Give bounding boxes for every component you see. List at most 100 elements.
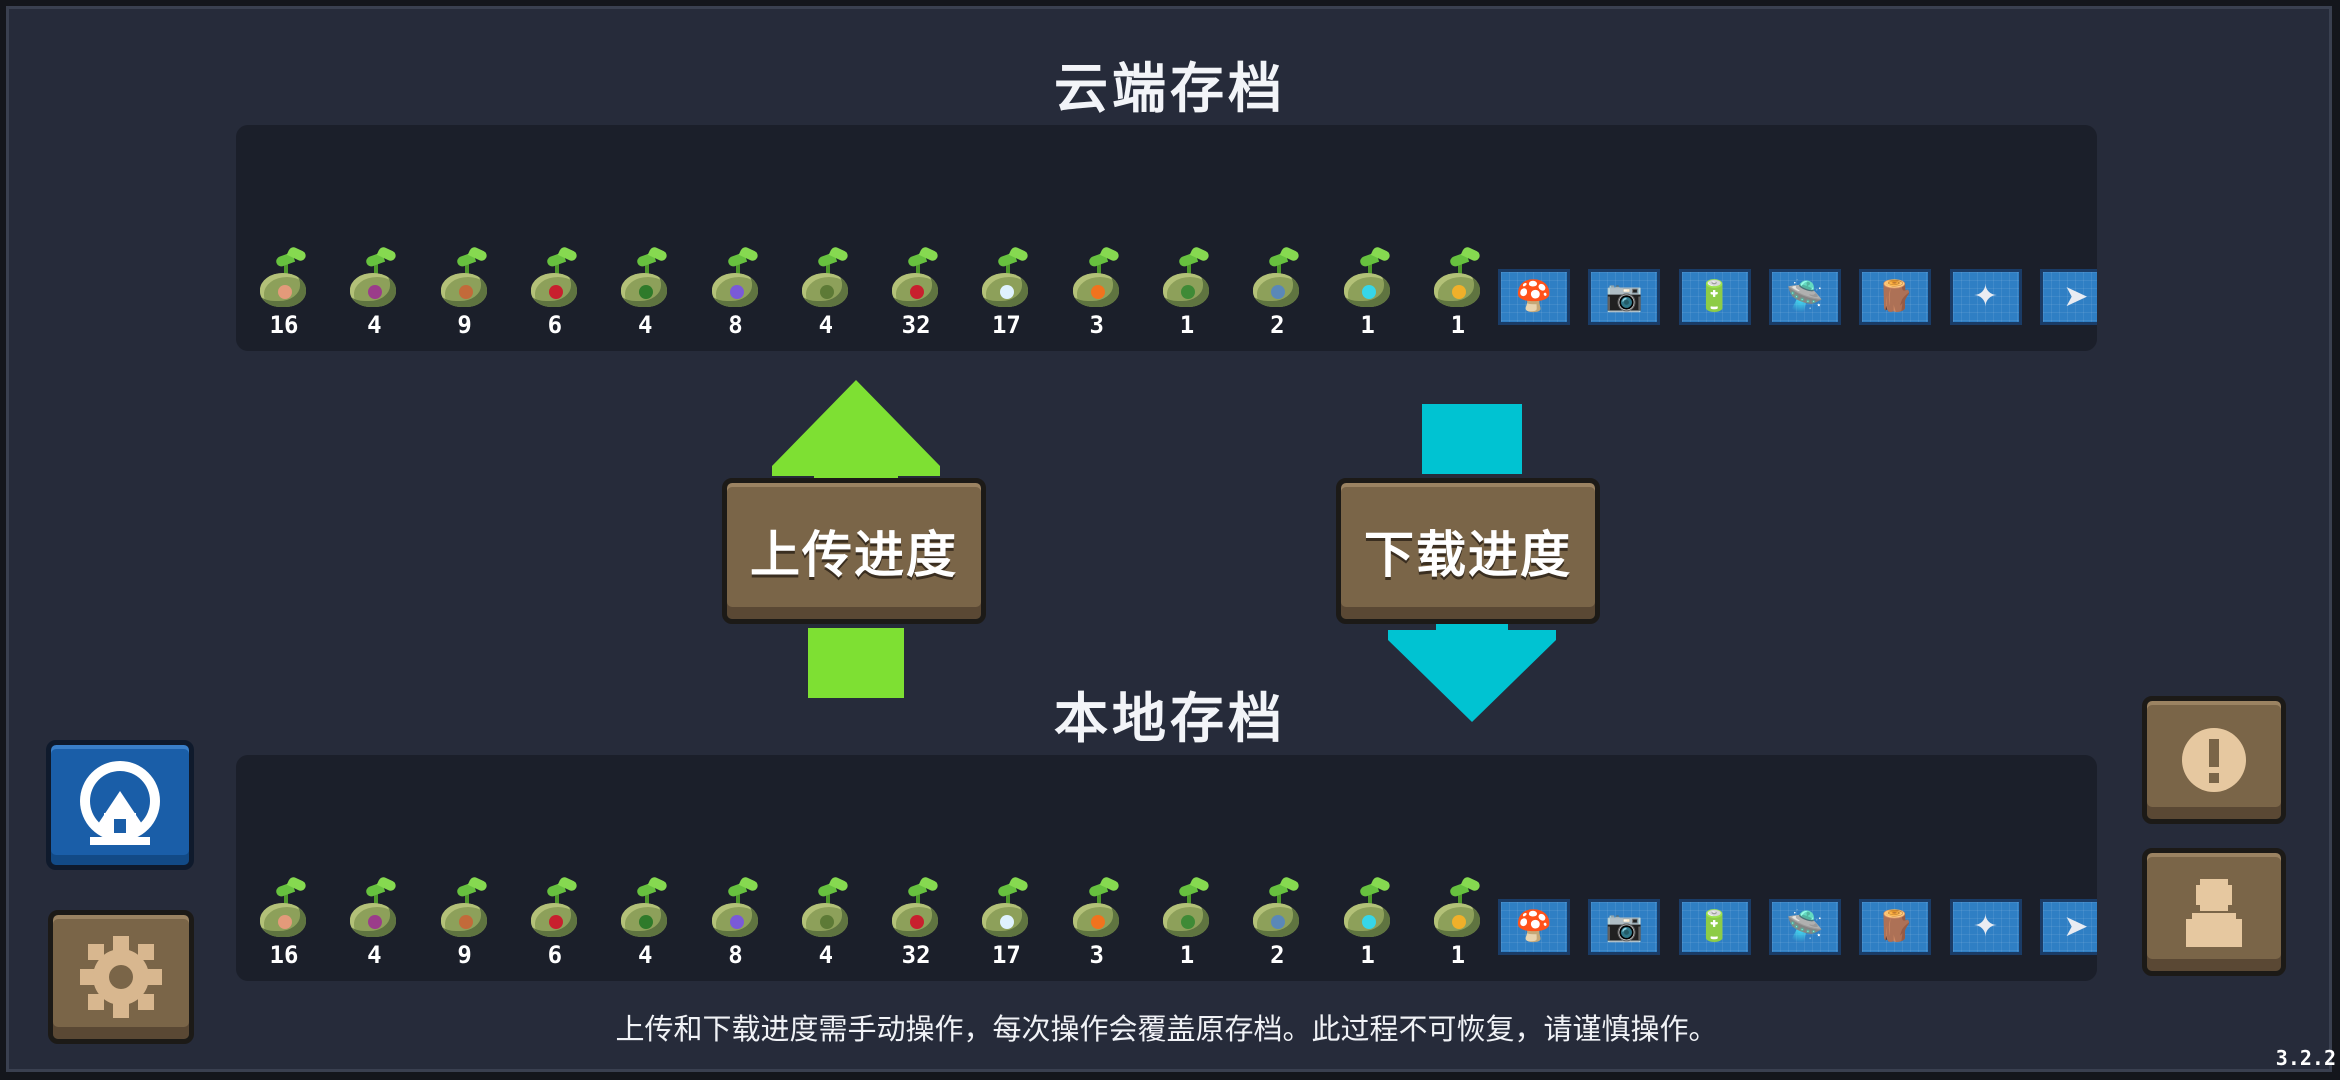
seed-count: 4 (818, 941, 834, 969)
seed-count: 3 (1089, 311, 1104, 339)
local-seed-slot: 4 (786, 875, 866, 975)
seed-count: 2 (1270, 311, 1285, 339)
version-label: 3.2.2 (2275, 1046, 2336, 1070)
upload-arrow-icon (772, 380, 940, 698)
local-seed-slot: 32 (876, 875, 956, 975)
seed-count: 9 (457, 941, 472, 969)
battery-icon: 🔋 (1695, 279, 1734, 314)
taptap-button[interactable] (46, 740, 194, 870)
seed-accent-icon (729, 285, 744, 299)
cloud-save-title: 云端存档 (1054, 57, 1286, 120)
seed-accent-icon (1271, 285, 1286, 299)
red-mushroom-pot-icon: 🍄 (1515, 279, 1553, 314)
seed-count: 4 (637, 941, 653, 969)
seed-accent-icon (819, 285, 834, 299)
notice-button[interactable] (2142, 696, 2286, 824)
camera-icon: 📷 (1605, 909, 1643, 944)
seed-accent-icon (1181, 915, 1195, 929)
seed-accent-icon (1090, 285, 1105, 299)
seed-accent-icon (278, 915, 292, 929)
seed-count: 3 (1089, 941, 1104, 969)
cloud-equipment-slot: 🍄 (1498, 269, 1570, 325)
seed-count: 17 (991, 311, 1021, 339)
wood-logs-icon: 🪵 (1876, 279, 1914, 314)
seed-count: 6 (547, 941, 563, 969)
gear-icon (80, 936, 162, 1018)
cloud-equipment-slot: 🛸 (1768, 269, 1841, 325)
cloud-equipment-slot: ✦ (1949, 269, 2022, 325)
cloud-seed-slot: 8 (696, 245, 776, 345)
local-seed-slot: 1 (1328, 875, 1408, 975)
seed-count: 4 (818, 311, 834, 339)
seed-count: 17 (991, 941, 1021, 969)
cloud-seed-slot: 17 (966, 245, 1046, 345)
seed-accent-icon (458, 285, 473, 299)
cloud-seed-slot: 9 (425, 245, 505, 345)
cloud-equipment-slot: 📷 (1588, 269, 1661, 325)
local-equipment-slot: 🔋 (1678, 899, 1751, 955)
account-button[interactable] (2142, 848, 2286, 976)
cloud-seed-slot: 2 (1237, 245, 1317, 345)
local-equipment-slot: 📷 (1588, 899, 1661, 955)
seed-accent-icon (910, 915, 925, 929)
seed-accent-icon (1000, 285, 1015, 299)
local-seed-slot: 6 (515, 875, 595, 975)
seed-accent-icon (639, 285, 654, 299)
seed-accent-icon (278, 285, 292, 299)
blue-gun-icon: ➤ (2063, 279, 2089, 314)
seed-accent-icon (639, 915, 654, 929)
seed-count: 16 (269, 311, 299, 339)
seed-accent-icon (1271, 915, 1286, 929)
warning-note: 上传和下载进度需手动操作，每次操作会覆盖原存档。此过程不可恢复，请谨慎操作。 (615, 1012, 1718, 1046)
seed-count: 16 (269, 941, 299, 969)
local-equipment-slot: ✦ (1949, 899, 2022, 955)
cloud-seed-slot: 4 (786, 245, 866, 345)
seed-accent-icon (1000, 915, 1015, 929)
local-seed-slot: 2 (1237, 875, 1317, 975)
cloud-equipment-slot: 🔋 (1678, 269, 1751, 325)
download-arrow-icon (1388, 404, 1556, 722)
local-seed-slot: 9 (425, 875, 505, 975)
camera-icon: 📷 (1605, 279, 1643, 314)
seed-count: 8 (728, 941, 743, 969)
seed-count: 1 (1450, 941, 1466, 969)
shuriken-icon: ✦ (1972, 279, 1999, 314)
seed-count: 1 (1360, 941, 1375, 969)
cloud-seed-slot: 1 (1418, 245, 1498, 345)
cloud-seed-slot: 4 (334, 245, 414, 345)
seed-accent-icon (548, 915, 563, 929)
cloud-seed-slot: 6 (515, 245, 595, 345)
blue-gun-icon: ➤ (2063, 909, 2089, 944)
local-save-title: 本地存档 (1054, 687, 1286, 750)
settings-button[interactable] (48, 910, 194, 1044)
seed-count: 32 (901, 311, 931, 339)
upload-progress-button[interactable]: 上传进度 (722, 478, 986, 624)
local-seed-slot: 1 (1418, 875, 1498, 975)
local-seed-slot: 8 (696, 875, 776, 975)
user-icon (2186, 879, 2242, 947)
seed-accent-icon (1451, 285, 1466, 299)
seed-accent-icon (1181, 285, 1195, 299)
seed-accent-icon (368, 915, 383, 929)
seed-count: 1 (1450, 311, 1466, 339)
seed-count: 32 (901, 941, 931, 969)
download-progress-button[interactable]: 下载进度 (1336, 478, 1600, 624)
seed-accent-icon (1361, 285, 1376, 299)
cloud-seed-slot: 1 (1328, 245, 1408, 345)
seed-count: 8 (728, 311, 743, 339)
cloud-equipment-slot: 🪵 (1859, 269, 1932, 325)
local-seed-slot: 17 (966, 875, 1046, 975)
seed-accent-icon (1090, 915, 1105, 929)
seed-count: 9 (457, 311, 472, 339)
local-seed-slot: 4 (605, 875, 685, 975)
local-seed-slot: 4 (334, 875, 414, 975)
seed-count: 2 (1270, 941, 1285, 969)
local-seed-slot: 1 (1147, 875, 1227, 975)
exclamation-icon (2182, 728, 2246, 792)
seed-count: 4 (367, 311, 382, 339)
seed-accent-icon (910, 285, 925, 299)
cloud-equipment-slot: ➤ (2039, 269, 2097, 325)
cloud-seed-slot: 32 (876, 245, 956, 345)
